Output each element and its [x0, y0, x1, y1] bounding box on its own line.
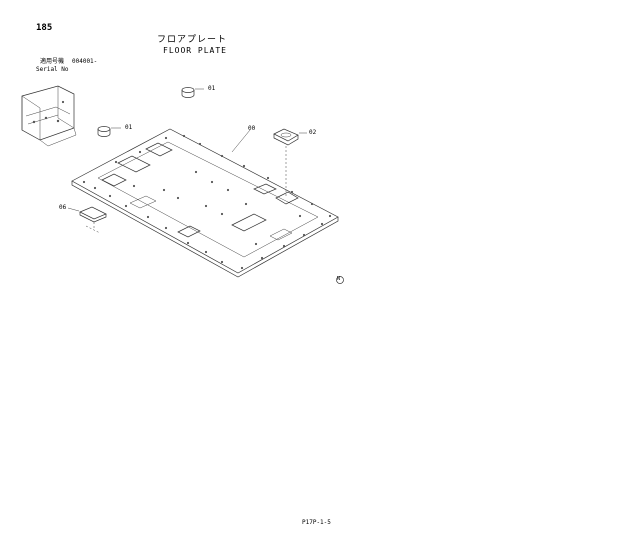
floor-plate-00	[71, 128, 339, 278]
serial-label-japanese: 適用号機	[40, 58, 65, 65]
part-01-cap-lower	[97, 126, 121, 137]
footer-code: P17P-1-5	[302, 519, 331, 526]
callout-02: 02	[309, 129, 317, 136]
part-02-cover	[273, 128, 307, 196]
page-number: 185	[36, 23, 53, 33]
callout-00: 00	[248, 125, 256, 132]
title-english: FLOOR PLATE	[163, 46, 227, 55]
part-01-cap-upper	[181, 87, 204, 98]
north-mark	[336, 276, 344, 284]
serial-label-english: Serial No	[36, 66, 69, 73]
north-mark-label: N	[337, 276, 341, 282]
bracket-assembly	[21, 85, 77, 147]
part-06-plate	[67, 206, 107, 234]
serial-value: 004001-	[72, 58, 98, 65]
callout-06: 06	[59, 204, 67, 211]
callout-01-lower: 01	[125, 124, 133, 131]
title-japanese: フロアプレート	[157, 35, 228, 45]
callout-01-upper: 01	[208, 85, 216, 92]
